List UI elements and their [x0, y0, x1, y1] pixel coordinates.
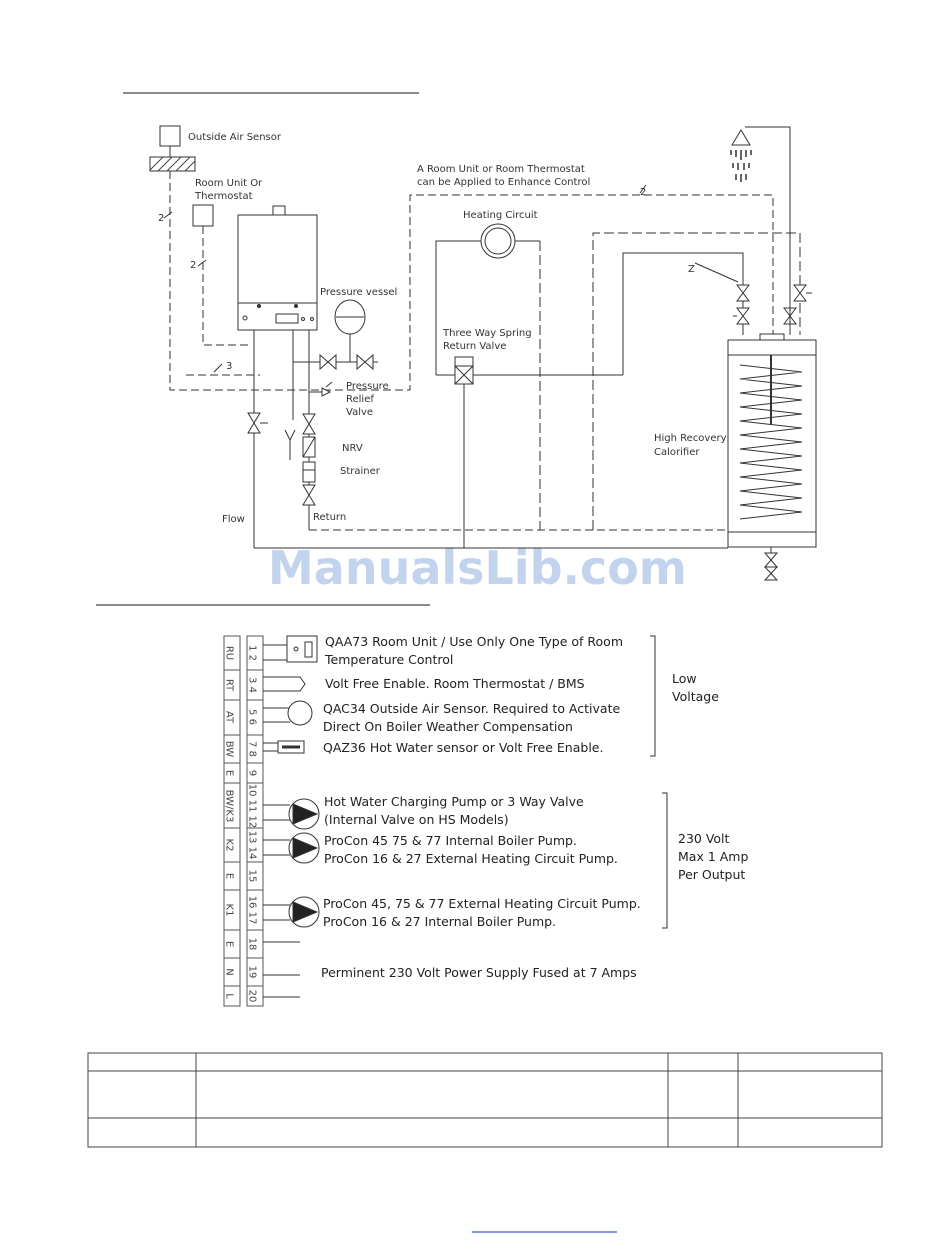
outside-air-sensor-box: [159, 125, 181, 147]
label-room-unit-2: Thermostat: [194, 191, 253, 202]
terminal-code-k2: K2: [224, 839, 235, 852]
qaa73-text-1: QAA73 Room Unit / Use Only One Type of R…: [325, 634, 623, 649]
high-voltage-label-1: 230 Volt: [678, 831, 730, 846]
label-room-unit-1: Room Unit Or: [195, 178, 263, 189]
boiler-flue: [272, 205, 286, 216]
empty-table: [87, 1052, 883, 1148]
terminal-nums-16-17: 16 17: [247, 896, 258, 925]
schematic-labels: Outside Air Sensor Room Unit Or Thermost…: [158, 132, 727, 525]
shower-head: [731, 129, 751, 146]
terminal-code-rt: RT: [224, 679, 235, 692]
terminal-code-bw: BW: [224, 741, 235, 758]
terminal-code-ru: RU: [224, 646, 235, 660]
watermark: ManualsLib.com: [268, 541, 687, 595]
terminal-nums-1-2: 1 2: [247, 645, 258, 661]
room-unit-box: [192, 204, 214, 227]
terminal-nums-9: 9: [247, 770, 258, 776]
qac34-text-1: QAC34 Outside Air Sensor. Required to Ac…: [323, 701, 620, 716]
label-strainer: Strainer: [340, 466, 381, 477]
return-valve-upper: [302, 413, 316, 435]
label-room-note-1: A Room Unit or Room Thermostat: [417, 164, 585, 175]
sensor-wire: [169, 171, 774, 391]
terminal-nums-10-12: 10 11 12: [247, 784, 258, 829]
terminal-code-l: L: [224, 993, 235, 999]
label-outside-air-sensor: Outside Air Sensor: [188, 132, 282, 143]
wire-label-z: Z: [688, 264, 695, 275]
label-pressure-vessel: Pressure vessel: [320, 287, 397, 298]
label-return: Return: [313, 512, 346, 523]
label-calorifier-1: High Recovery: [654, 433, 727, 444]
qaa73-text-2: Temperature Control: [324, 652, 453, 667]
boiler-body: [237, 214, 318, 331]
terminal-nums-20: 20: [247, 990, 258, 1003]
k2-pump-text-2: ProCon 16 & 27 External Heating Circuit …: [324, 851, 618, 866]
wire-count-2a: 2: [158, 213, 164, 224]
terminal-code-k1: K1: [224, 904, 235, 917]
label-pressure-relief-2: Relief: [346, 394, 374, 405]
heating-circuit-loop: [435, 240, 540, 375]
terminal-nums-3-4: 3 4: [247, 677, 258, 693]
low-voltage-bracket: [650, 635, 656, 757]
qac34-text-2: Direct On Boiler Weather Compensation: [323, 719, 573, 734]
k1-pump-text-2: ProCon 16 & 27 Internal Boiler Pump.: [323, 914, 556, 929]
low-voltage-label-2: Voltage: [672, 689, 719, 704]
hw-pump-text-1: Hot Water Charging Pump or 3 Way Valve: [324, 794, 584, 809]
label-three-way-1: Three Way Spring: [442, 328, 532, 339]
wire-count-2b: 2: [190, 260, 196, 271]
k2-pump-text-1: ProCon 45 75 & 77 Internal Boiler Pump.: [324, 833, 577, 848]
room-unit-wire: [202, 226, 248, 346]
strainer-box: [302, 461, 316, 483]
flow-valve: [247, 412, 261, 434]
three-way-valve-head: [454, 356, 474, 367]
heating-circuit-pump: [480, 223, 516, 259]
terminal-code-e3: E: [224, 941, 235, 947]
qac34-symbol: [287, 700, 313, 726]
boiler-display: [275, 313, 299, 324]
label-pressure-relief-3: Valve: [346, 407, 373, 418]
terminal-code-n: N: [224, 968, 235, 975]
label-calorifier-2: Calorifier: [654, 447, 700, 458]
k1-pump-text-1: ProCon 45, 75 & 77 External Heating Circ…: [323, 896, 641, 911]
wire-count-3: 3: [226, 361, 232, 372]
terminal-nums-5-6: 5 6: [247, 709, 258, 725]
high-voltage-label-3: Per Output: [678, 867, 745, 882]
terminal-nums-15: 15: [247, 870, 258, 883]
terminal-nums-18: 18: [247, 938, 258, 951]
wiring-devices: [263, 635, 668, 998]
terminal-nums-13-14: 13 14: [247, 831, 258, 860]
label-nrv: NRV: [342, 443, 363, 454]
terminal-labels: RU RT AT BW E BW/K3 K2 E K1 E N L 1 2 3 …: [224, 645, 258, 1002]
label-pressure-relief-1: Pressure: [346, 381, 389, 392]
calorifier-coil: [739, 364, 803, 520]
terminal-code-at: AT: [224, 711, 235, 724]
terminal-strip: [223, 635, 264, 1007]
high-voltage-label-2: Max 1 Amp: [678, 849, 748, 864]
hydraulic-schematic: [149, 125, 817, 581]
high-voltage-bracket: [662, 792, 668, 929]
wiring-descriptions: QAA73 Room Unit / Use Only One Type of R…: [321, 634, 748, 980]
terminal-code-bwk3: BW/K3: [224, 790, 235, 823]
label-room-note-2: can be Applied to Enhance Control: [417, 177, 590, 188]
supply-text: Perminent 230 Volt Power Supply Fused at…: [321, 965, 637, 980]
return-valve-lower: [302, 484, 316, 506]
terminal-nums-7-8: 7 8: [247, 741, 258, 757]
volt-free-text: Volt Free Enable. Room Thermostat / BMS: [325, 676, 585, 691]
qaz36-text: QAZ36 Hot Water sensor or Volt Free Enab…: [323, 740, 603, 755]
wire-count-2c: 2: [640, 187, 646, 198]
terminal-code-e2: E: [224, 873, 235, 879]
terminal-code-e1: E: [224, 770, 235, 776]
label-flow: Flow: [222, 514, 245, 525]
hw-pump-text-2: (Internal Valve on HS Models): [324, 812, 509, 827]
low-voltage-label-1: Low: [672, 671, 697, 686]
label-heating-circuit: Heating Circuit: [463, 210, 538, 221]
label-three-way-2: Return Valve: [443, 341, 506, 352]
terminal-nums-19: 19: [247, 966, 258, 979]
